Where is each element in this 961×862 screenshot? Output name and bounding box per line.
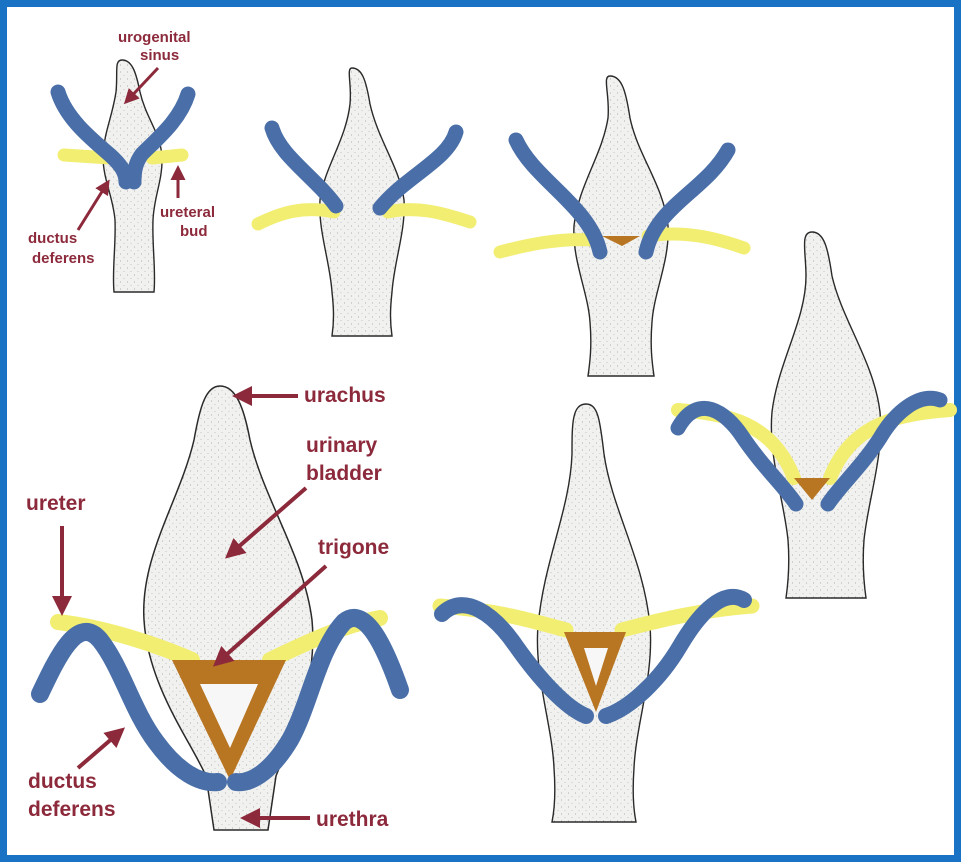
stage-5-bladder-body <box>537 404 650 822</box>
label-urachus: urachus <box>304 384 386 407</box>
label-trigone: trigone <box>318 536 389 559</box>
stage-4-bladder <box>678 232 950 598</box>
label-urogenital-sinus-line1: urogenital <box>118 29 191 46</box>
label-final-ductus-deferens-line1: ductus <box>28 770 97 793</box>
stage-1-right-ureteral-bud <box>152 155 182 158</box>
arrow-final-ductus-deferens <box>78 730 122 768</box>
stage-5-bladder <box>440 404 752 822</box>
stage-3-bladder <box>500 76 744 376</box>
label-urogenital-sinus-line2: sinus <box>140 47 179 64</box>
stage-4-bladder-body <box>771 232 880 598</box>
stage-2-bladder <box>258 68 470 336</box>
label-urinary-bladder-line1: urinary <box>306 434 378 457</box>
label-ureteral-bud-line1: ureteral <box>160 204 215 221</box>
arrow-stage1-ductus-deferens <box>78 182 108 230</box>
label-ureter: ureter <box>26 492 86 515</box>
label-stage1-ductus-deferens-line2: deferens <box>32 250 95 267</box>
stage-2-left-ductus-deferens <box>272 128 336 206</box>
label-stage1-ductus-deferens-line1: ductus <box>28 230 77 247</box>
label-urinary-bladder-line2: bladder <box>306 462 382 485</box>
label-final-ductus-deferens-line2: deferens <box>28 798 116 821</box>
label-ureteral-bud-line2: bud <box>180 223 208 240</box>
label-urethra: urethra <box>316 808 389 831</box>
